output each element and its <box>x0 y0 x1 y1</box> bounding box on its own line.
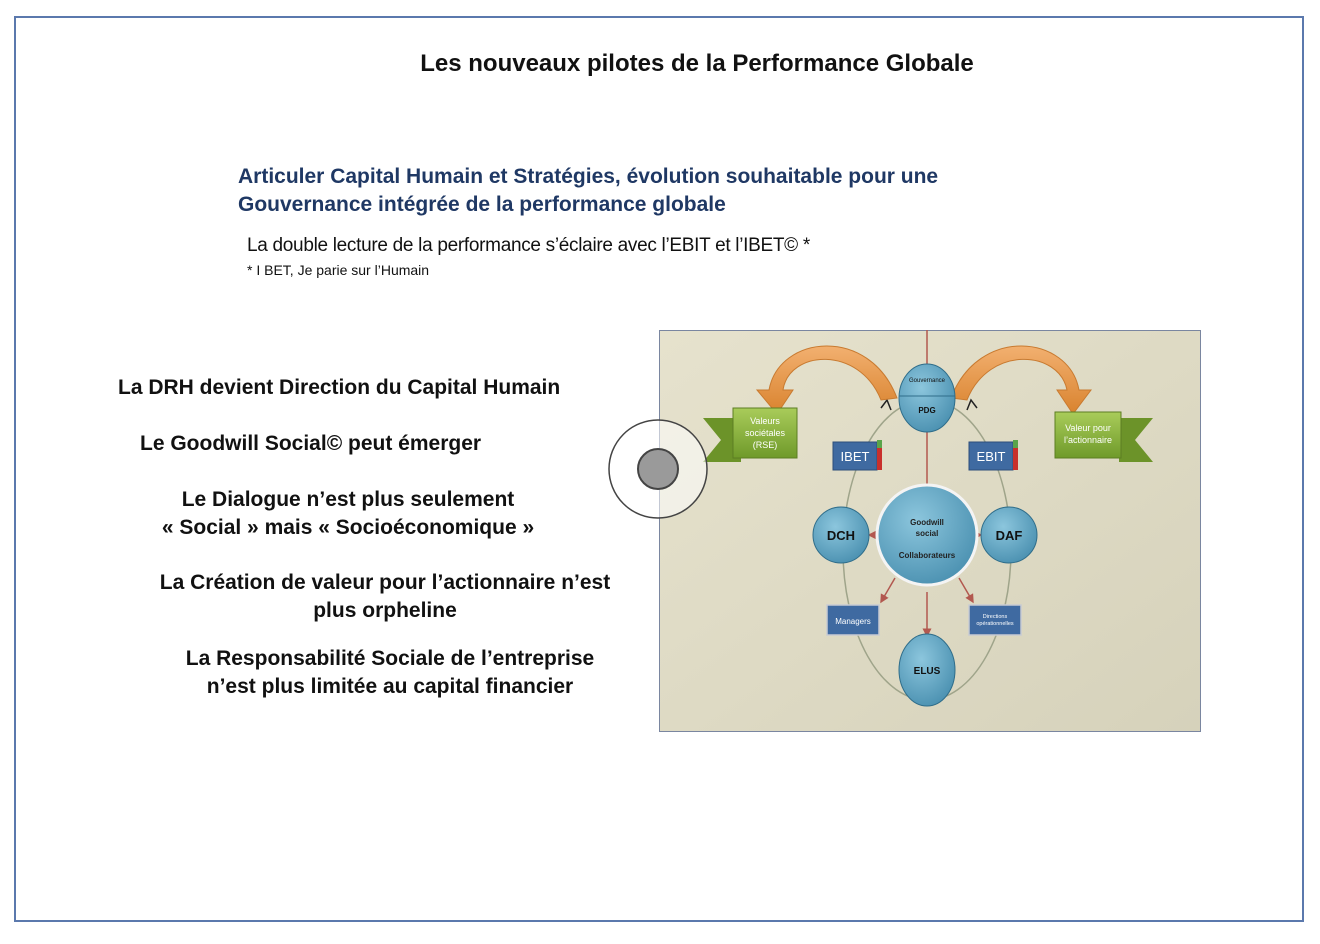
ebit-label: EBIT <box>977 449 1006 464</box>
node-dch: DCH <box>812 506 870 564</box>
lecture-text: La double lecture de la performance s’éc… <box>247 235 810 256</box>
connector-goodwill-managers <box>880 577 896 604</box>
ribbon-valeur-actionnaire: Valeur pour l’actionnaire <box>1054 411 1153 462</box>
bullet-responsabilite-line-2: n’est plus limitée au capital financier <box>206 675 574 698</box>
focus-marker <box>608 419 708 519</box>
subtitle-line-2: Gouvernance intégrée de la performance g… <box>238 193 726 216</box>
bullet-goodwill: Le Goodwill Social© peut émerger <box>140 432 482 455</box>
bullet-responsabilite: La Responsabilité Sociale de l’entrepris… <box>160 645 620 701</box>
ribbon-right-line-1: Valeur pour <box>1065 423 1111 433</box>
ring-arrow-left <box>880 398 892 411</box>
bullet-dialogue-line-1: Le Dialogue n’est plus seulement <box>181 488 515 511</box>
node-elus: ELUS <box>898 633 956 707</box>
ibet-box: IBET <box>832 440 882 471</box>
bullet-creation-line-2: plus orpheline <box>313 599 457 622</box>
ibet-label: IBET <box>841 449 870 464</box>
collaborateurs-label: Collaborateurs <box>899 551 956 560</box>
node-pdg: Gouvernance PDG <box>898 363 956 433</box>
node-dch-label: DCH <box>827 528 855 543</box>
page-frame <box>14 16 1304 922</box>
ribbon-right-line-2: l’actionnaire <box>1064 435 1112 445</box>
goodwill-line-2: social <box>916 529 939 538</box>
ring-arrow-right <box>966 398 978 411</box>
bullet-dialogue: Le Dialogue n’est plus seulement « Socia… <box>128 486 568 542</box>
ebit-box: EBIT <box>968 440 1018 471</box>
node-pdg-label: PDG <box>918 406 935 415</box>
bullet-dialogue-line-2: « Social » mais « Socioéconomique » <box>161 516 535 539</box>
ribbon-valeurs-societales: Valeurs sociétales (RSE) <box>703 407 798 462</box>
directions-line-2: opérationnelles <box>976 621 1014 627</box>
box-managers: Managers <box>826 604 880 636</box>
connector-goodwill-directions <box>958 577 974 604</box>
node-goodwill: Goodwill social Collaborateurs <box>875 483 979 587</box>
bullet-creation-valeur: La Création de valeur pour l’actionnaire… <box>130 569 640 625</box>
node-gouvernance-label: Gouvernance <box>909 378 946 384</box>
subtitle-line-1: Articuler Capital Humain et Stratégies, … <box>238 165 939 188</box>
footnote: * I BET, Je parie sur l’Humain <box>247 262 430 278</box>
bullet-drh: La DRH devient Direction du Capital Huma… <box>118 376 561 399</box>
governance-diagram: Valeurs sociétales (RSE) Valeur pour l’a… <box>659 330 1201 732</box>
managers-label: Managers <box>835 617 871 626</box>
page-title: Les nouveaux pilotes de la Performance G… <box>420 50 974 77</box>
box-directions-operationnelles: Directions opérationnelles <box>968 604 1022 636</box>
subtitle: Articuler Capital Humain et Stratégies, … <box>238 163 1038 219</box>
ribbon-left-line-1: Valeurs <box>750 416 780 426</box>
ribbon-left-line-2: sociétales <box>745 428 786 438</box>
goodwill-line-1: Goodwill <box>910 518 944 527</box>
node-daf-label: DAF <box>996 528 1023 543</box>
bullet-responsabilite-line-1: La Responsabilité Sociale de l’entrepris… <box>185 647 595 670</box>
node-elus-label: ELUS <box>914 666 941 677</box>
ribbon-left-line-3: (RSE) <box>753 440 778 450</box>
bullet-creation-line-1: La Création de valeur pour l’actionnaire… <box>159 571 611 594</box>
directions-line-1: Directions <box>983 614 1008 620</box>
node-daf: DAF <box>980 506 1038 564</box>
